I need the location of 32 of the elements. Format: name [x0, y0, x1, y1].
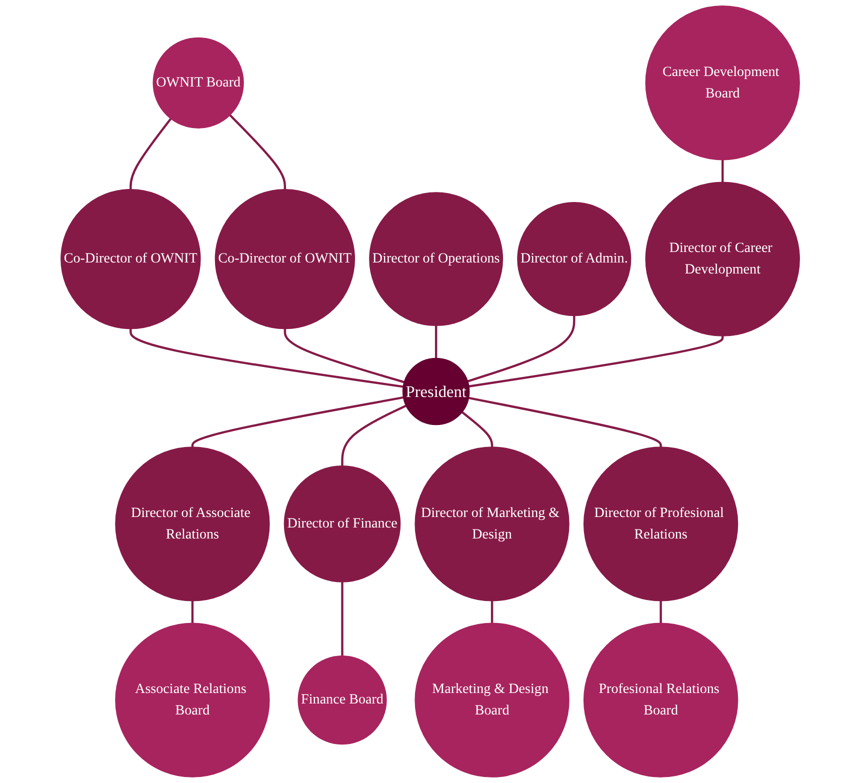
connector [490, 600, 493, 624]
connector [340, 582, 344, 656]
node-circle: Associate Relations Board [114, 622, 270, 778]
node-circle: President [402, 358, 470, 426]
node-circle: Director of Operations [368, 192, 503, 326]
node-circle: Co-Director of OWNIT [60, 188, 201, 330]
connector [191, 396, 404, 447]
connector [434, 326, 437, 358]
node-circle: Director of Career Development [645, 182, 800, 336]
connector [129, 118, 172, 190]
node-circle: Director of Profesional Relations [583, 446, 738, 602]
connector [228, 114, 286, 190]
node-circle: Career Development Board [645, 6, 800, 160]
connector [191, 600, 194, 624]
connector [129, 328, 404, 388]
node-circle: OWNIT Board [152, 37, 244, 128]
node-circle: Co-Director of OWNIT [214, 188, 355, 330]
connector [659, 600, 662, 624]
connector [284, 328, 404, 384]
connector [467, 316, 576, 382]
connector [340, 404, 406, 466]
node-circle: Finance Board [297, 656, 387, 745]
node-circle: Director of Associate Relations [114, 446, 270, 602]
node-circle: Profesional Relations Board [583, 622, 738, 778]
node-circle: Director of Admin. [516, 202, 631, 316]
node-circle: Director of Finance [284, 466, 400, 582]
connector [461, 411, 493, 447]
connector [468, 396, 662, 447]
connector [468, 336, 724, 388]
node-circle: Marketing & Design Board [414, 622, 570, 778]
connector [721, 160, 724, 182]
node-circle: Director of Marketing & Design [414, 446, 570, 602]
